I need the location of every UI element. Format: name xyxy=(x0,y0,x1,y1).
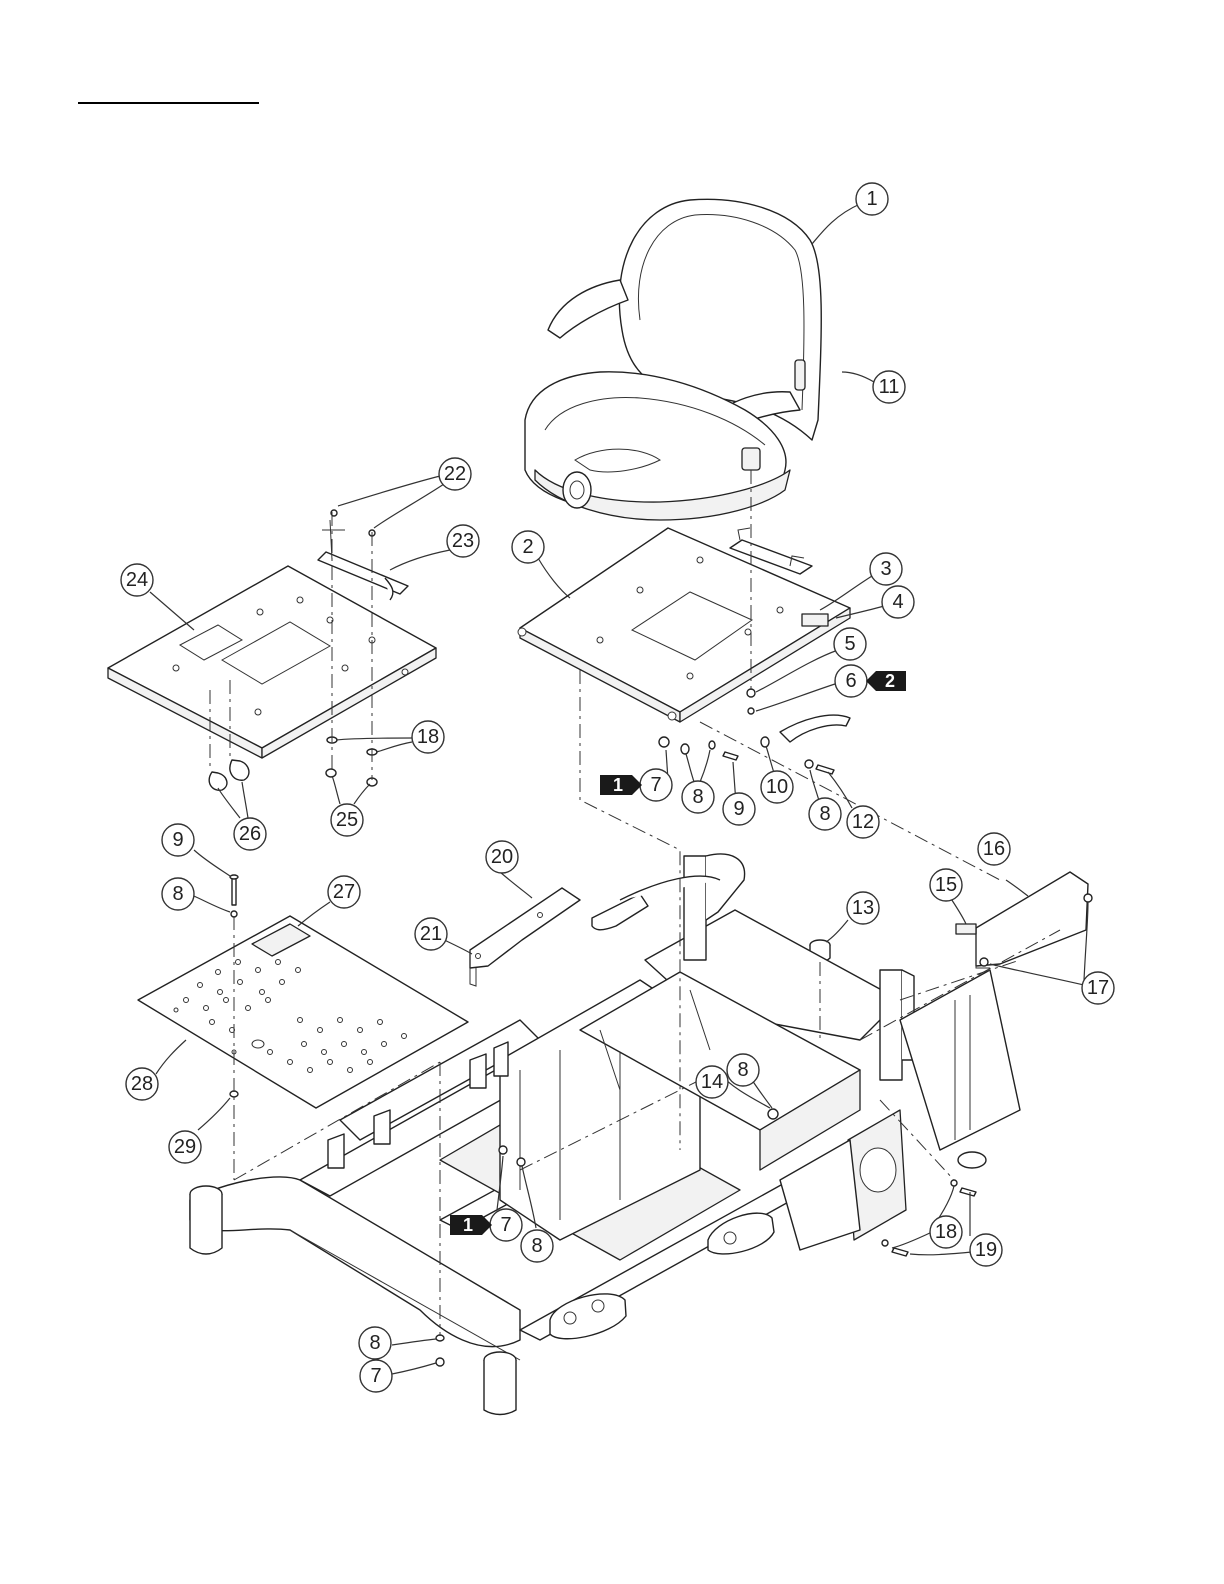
callout-c14: 14 xyxy=(696,1066,728,1098)
callout-c21: 21 xyxy=(415,918,447,950)
callout-label: 8 xyxy=(692,786,703,808)
callout-label: 2 xyxy=(522,536,533,558)
callout-c24: 24 xyxy=(121,564,153,596)
callout-c20: 20 xyxy=(486,841,518,873)
callout-label: 21 xyxy=(420,923,442,945)
callout-c7c: 7 xyxy=(360,1360,392,1392)
callout-label: 7 xyxy=(370,1365,381,1387)
callout-c22: 22 xyxy=(439,458,471,490)
callout-c8c: 8 xyxy=(727,1054,759,1086)
callout-c8b: 8 xyxy=(809,798,841,830)
callout-c17: 17 xyxy=(1082,972,1114,1004)
right-bracket xyxy=(956,872,1092,968)
callout-c2: 2 xyxy=(512,531,544,563)
callout-c18b: 18 xyxy=(412,721,444,753)
callout-label: 8 xyxy=(369,1332,380,1354)
callout-label: 24 xyxy=(126,569,148,591)
callout-label: 22 xyxy=(444,463,466,485)
callout-label: 1 xyxy=(866,188,877,210)
flag-label: 2 xyxy=(885,671,895,691)
callout-label: 8 xyxy=(531,1235,542,1257)
callout-c6: 6 xyxy=(835,665,867,697)
flag-f2: 2 xyxy=(866,671,906,691)
callout-c4: 4 xyxy=(882,586,914,618)
callout-c7b: 7 xyxy=(490,1209,522,1241)
callout-c23: 23 xyxy=(447,525,479,557)
alt-seat-plate xyxy=(108,520,436,758)
callout-c26: 26 xyxy=(234,818,266,850)
callout-c7a: 7 xyxy=(640,769,672,801)
floor-pan xyxy=(138,875,468,1108)
callout-label: 26 xyxy=(239,823,261,845)
callout-c15: 15 xyxy=(930,869,962,901)
callout-label: 7 xyxy=(500,1214,511,1236)
flag-label: 1 xyxy=(463,1215,473,1235)
callout-c19: 19 xyxy=(970,1234,1002,1266)
callout-label: 14 xyxy=(701,1071,723,1093)
callout-label: 5 xyxy=(844,633,855,655)
flag-label: 1 xyxy=(613,775,623,795)
callout-label: 4 xyxy=(892,591,903,613)
seat-mounting-plate xyxy=(518,528,850,722)
callout-label: 7 xyxy=(650,774,661,796)
callout-label: 12 xyxy=(852,811,874,833)
callout-c3: 3 xyxy=(870,553,902,585)
callout-c11: 11 xyxy=(873,371,905,403)
callout-label: 27 xyxy=(333,881,355,903)
callout-c13: 13 xyxy=(847,892,879,924)
callout-c29: 29 xyxy=(169,1131,201,1163)
callout-label: 9 xyxy=(172,829,183,851)
callout-label: 10 xyxy=(766,776,788,798)
callout-label: 28 xyxy=(131,1073,153,1095)
callout-c16: 16 xyxy=(978,833,1010,865)
callout-label: 8 xyxy=(737,1059,748,1081)
callout-label: 8 xyxy=(172,883,183,905)
callout-label: 25 xyxy=(336,809,358,831)
callout-c9a: 9 xyxy=(723,793,755,825)
callout-c27: 27 xyxy=(328,876,360,908)
callout-label: 18 xyxy=(935,1221,957,1243)
callout-label: 19 xyxy=(975,1239,997,1261)
flag-f1b: 1 xyxy=(450,1215,492,1235)
callout-c10: 10 xyxy=(761,771,793,803)
seat-assembly xyxy=(525,199,821,520)
callout-c18a: 18 xyxy=(930,1216,962,1248)
callout-c8f: 8 xyxy=(359,1327,391,1359)
callout-label: 6 xyxy=(845,670,856,692)
callout-label: 17 xyxy=(1087,977,1109,999)
callout-label: 18 xyxy=(417,726,439,748)
callout-label: 23 xyxy=(452,530,474,552)
left-bracket xyxy=(470,888,580,986)
callout-c8e: 8 xyxy=(521,1230,553,1262)
callout-c25: 25 xyxy=(331,804,363,836)
callout-label: 11 xyxy=(879,376,900,398)
callout-c5: 5 xyxy=(834,628,866,660)
flag-f1a: 1 xyxy=(600,775,642,795)
callout-label: 15 xyxy=(935,874,957,896)
callout-label: 29 xyxy=(174,1136,196,1158)
callout-c12: 12 xyxy=(847,806,879,838)
callout-label: 9 xyxy=(733,798,744,820)
callout-c28: 28 xyxy=(126,1068,158,1100)
callout-c9b: 9 xyxy=(162,824,194,856)
callout-label: 3 xyxy=(880,558,891,580)
callout-label: 20 xyxy=(491,846,513,868)
callout-label: 16 xyxy=(983,838,1005,860)
callout-c8d: 8 xyxy=(162,878,194,910)
callout-c8a: 8 xyxy=(682,781,714,813)
callout-label: 13 xyxy=(852,897,874,919)
callout-label: 8 xyxy=(819,803,830,825)
callout-c1: 1 xyxy=(856,183,888,215)
